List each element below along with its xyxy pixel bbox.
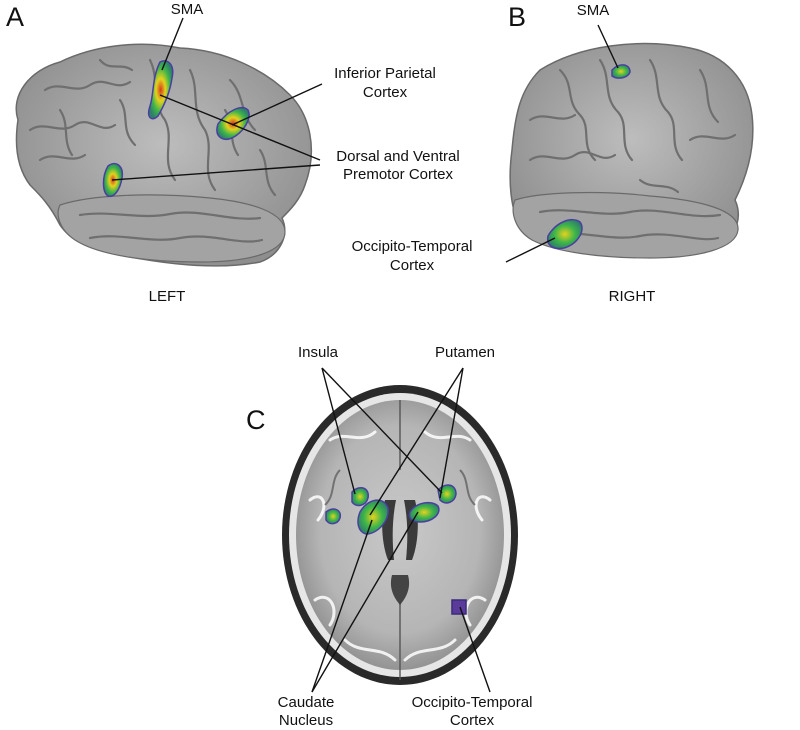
axial-mri-slice <box>282 385 518 685</box>
label-occ-temp-c-2: Cortex <box>449 712 495 729</box>
hemisphere-right-label: RIGHT <box>608 288 656 305</box>
left-hemisphere-render <box>15 43 313 267</box>
leader-putamen-right <box>439 367 464 499</box>
leader-premotor-ventral <box>111 164 321 181</box>
right-hemisphere-render <box>509 42 754 259</box>
label-occ-temp-b-1: Occipito-Temporal <box>351 238 473 255</box>
hemisphere-left-label: LEFT <box>148 288 186 305</box>
label-insula: Insula <box>297 344 339 361</box>
leader-occ-temp-c <box>459 606 491 693</box>
label-occ-temp-c-1: Occipito-Temporal <box>411 694 533 711</box>
label-occ-temp-b-2: Cortex <box>389 257 435 274</box>
leader-inferior-parietal <box>231 83 323 126</box>
leader-insula-right <box>321 367 443 494</box>
label-inferior-parietal-2: Cortex <box>362 84 408 101</box>
leader-putamen-left <box>369 367 464 516</box>
leader-caudate-left <box>311 519 373 693</box>
label-premotor-2: Premotor Cortex <box>342 166 454 183</box>
panel-c-letter: C <box>246 405 266 435</box>
label-inferior-parietal-1: Inferior Parietal <box>334 65 436 82</box>
label-sma-b: SMA <box>576 2 610 19</box>
leader-sma-a <box>161 17 184 71</box>
leader-sma-b <box>597 24 619 69</box>
leader-occ-temp-b <box>505 237 556 263</box>
label-premotor-1: Dorsal and Ventral <box>336 148 460 165</box>
leader-caudate-right <box>311 511 419 693</box>
leader-insula-left <box>321 367 356 495</box>
leader-lines <box>111 17 619 693</box>
label-sma-a: SMA <box>170 1 204 18</box>
panel-a-letter: A <box>6 2 25 32</box>
label-caudate-2: Nucleus <box>278 712 334 729</box>
label-putamen: Putamen <box>434 344 496 361</box>
panel-b-letter: B <box>508 2 527 32</box>
leader-premotor-dorsal <box>159 94 321 161</box>
label-caudate-1: Caudate <box>277 694 335 711</box>
